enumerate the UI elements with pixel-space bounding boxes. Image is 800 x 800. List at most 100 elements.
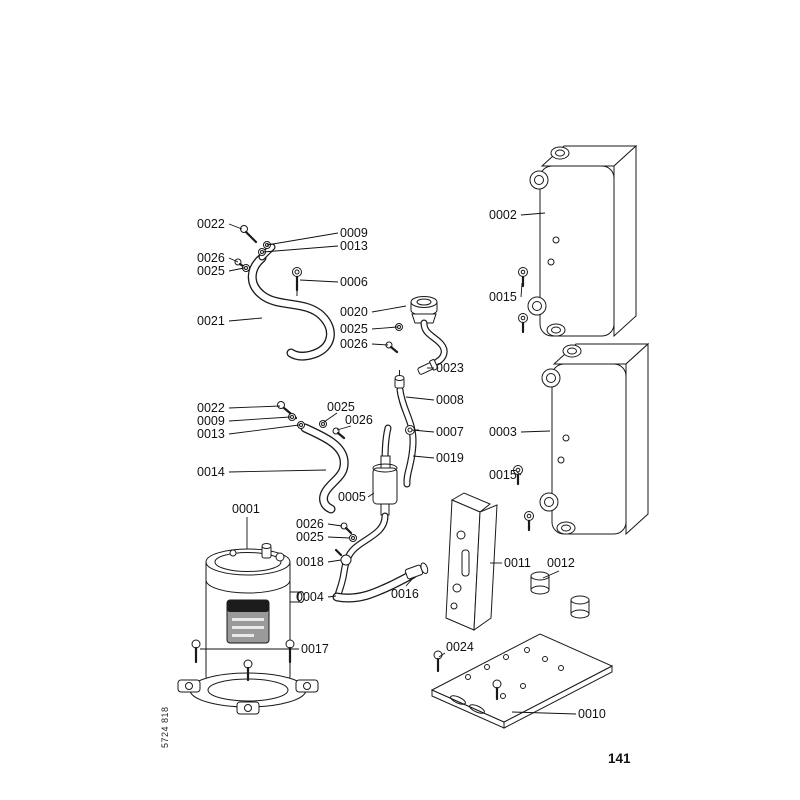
- part-label-0001: 0001: [232, 502, 260, 516]
- leader-line-0007: [411, 429, 435, 433]
- heat-exchanger-0002: [527, 144, 638, 338]
- nut: [411, 313, 437, 324]
- part-label-0015: 0015: [489, 468, 517, 482]
- plate-holes: [465, 647, 564, 699]
- hx-port: [527, 146, 570, 337]
- fitting-0020: [385, 296, 448, 366]
- leader-line-0026: [228, 257, 239, 263]
- part-label-0022: 0022: [197, 217, 225, 231]
- part-label-0015: 0015: [489, 290, 517, 304]
- document-code: 5724 818: [160, 706, 170, 748]
- leader-line-0025: [327, 536, 351, 539]
- page-number: 141: [608, 751, 631, 766]
- part-label-0021: 0021: [197, 314, 225, 328]
- compressor-nameplate: [226, 599, 270, 644]
- part-label-0007: 0007: [436, 425, 464, 439]
- part-label-0025: 0025: [340, 322, 368, 336]
- pipe-0019: [396, 386, 417, 488]
- fasteners-0026-0025-lower: [340, 522, 357, 542]
- part-label-0012: 0012: [547, 556, 575, 570]
- hx-port: [539, 344, 582, 535]
- leader-line-0024: [438, 652, 446, 658]
- part-label-0010: 0010: [578, 707, 606, 721]
- leader-line-0026: [371, 343, 389, 346]
- plate-slot: [469, 704, 485, 714]
- leader-line-0025: [371, 326, 398, 330]
- leader-line-0009: [228, 416, 291, 422]
- part-label-0004: 0004: [296, 590, 324, 604]
- grommets-0012: [530, 571, 590, 619]
- leader-line-0021: [228, 317, 263, 322]
- leader-line-0006: [299, 279, 339, 283]
- pipe-0014: [300, 423, 349, 514]
- filter-drier-0005: [334, 424, 398, 599]
- part-label-0026: 0026: [296, 517, 324, 531]
- compressor-0001: [177, 543, 319, 715]
- leader-line-0016: [405, 576, 415, 587]
- hx-stud: [562, 434, 570, 442]
- leader-line-0004: [327, 595, 337, 598]
- part-label-0016: 0016: [391, 587, 419, 601]
- leader-line-0015: [520, 282, 523, 298]
- part-label-0011: 0011: [504, 556, 531, 570]
- part-label-0025: 0025: [296, 530, 324, 544]
- part-label-0024: 0024: [446, 640, 474, 654]
- part-label-0023: 0023: [436, 361, 464, 375]
- part-label-0006: 0006: [340, 275, 368, 289]
- leader-line-0019: [412, 455, 435, 459]
- hx-stud: [552, 236, 560, 244]
- plate-slot: [450, 695, 466, 705]
- leader-line-0008: [405, 396, 435, 401]
- part-label-0018: 0018: [296, 555, 324, 569]
- fitting-0016: [404, 562, 429, 580]
- compressor-top-fittings: [229, 543, 285, 562]
- part-label-0022: 0022: [197, 401, 225, 415]
- washer-0025: [349, 534, 357, 542]
- compressor-side-port: [289, 591, 305, 603]
- part-label-0013: 0013: [197, 427, 225, 441]
- leader-line-0022: [228, 405, 281, 409]
- part-label-0008: 0008: [436, 393, 464, 407]
- plate-top-face: [430, 633, 614, 723]
- leader-line-0018: [327, 559, 342, 563]
- part-label-0026: 0026: [197, 251, 225, 265]
- screws-0015-top: [518, 267, 528, 334]
- leader-line-0025: [323, 412, 338, 423]
- leader-line-0022: [228, 223, 243, 230]
- leader-line-0012: [542, 570, 560, 579]
- hx-stud: [557, 456, 565, 464]
- part-label-0025: 0025: [327, 400, 355, 414]
- compressor-base-frame: [177, 672, 319, 715]
- bracket-flange: [473, 504, 498, 632]
- bracket-0011: [445, 492, 498, 632]
- leader-line-0013: [262, 245, 339, 253]
- part-label-0005: 0005: [338, 490, 366, 504]
- part-label-0002: 0002: [489, 208, 517, 222]
- leader-line-0026: [327, 523, 343, 527]
- leader-line-0025: [228, 267, 245, 272]
- leader-line-0014: [228, 469, 327, 473]
- leader-line-0013: [228, 424, 300, 435]
- part-label-0025: 0025: [197, 264, 225, 278]
- part-label-0019: 0019: [436, 451, 464, 465]
- part-label-0026: 0026: [340, 337, 368, 351]
- part-label-0020: 0020: [340, 305, 368, 319]
- hx-side-face: [613, 144, 637, 338]
- bolts-0017: [191, 639, 295, 682]
- leader-line-0002: [520, 212, 546, 216]
- part-label-0014: 0014: [197, 465, 225, 479]
- washer-0025: [319, 420, 327, 428]
- screw-0022: [277, 401, 285, 409]
- leader-line-0009: [266, 232, 339, 246]
- hx-front-face: [551, 363, 627, 535]
- screws-0015-bottom: [513, 465, 534, 532]
- leader-line-0003: [520, 430, 551, 433]
- part-label-0009: 0009: [197, 414, 225, 428]
- part-label-0013: 0013: [340, 239, 368, 253]
- part-label-0003: 0003: [489, 425, 517, 439]
- part-label-0009: 0009: [340, 226, 368, 240]
- leader-line-0010: [511, 711, 577, 715]
- leader-line-0026: [336, 425, 352, 431]
